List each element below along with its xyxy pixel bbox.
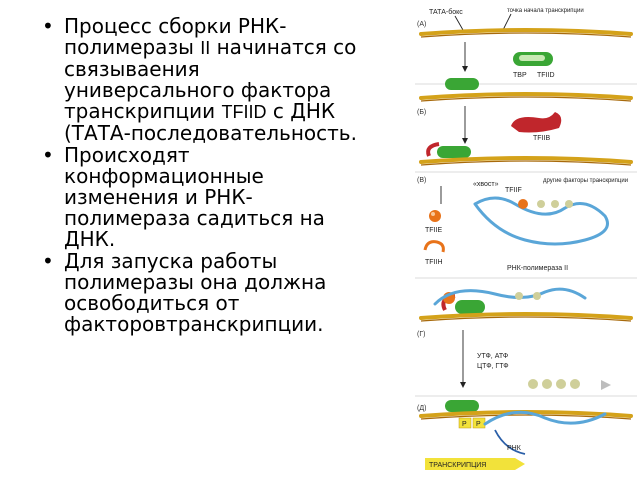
- dna-strand: [419, 156, 633, 164]
- tail-label: «хвост»: [473, 181, 499, 188]
- bullet-text: Процесс сборки РНК-полимеразы: [64, 14, 287, 59]
- dna-strand-inner: [420, 96, 632, 102]
- tbp-highlight: [519, 55, 545, 61]
- tfiie-shape: [429, 210, 441, 222]
- tfiie-label: TFIIE: [425, 227, 442, 234]
- transcription-banner-tip: [515, 458, 525, 470]
- tfiib-shape: [511, 112, 562, 133]
- dna-strand: [419, 312, 633, 320]
- panel-label-a: (A): [417, 21, 426, 28]
- rna-transcript: [494, 429, 526, 455]
- rna-label: РНК: [507, 445, 522, 452]
- panel-label-g: (Г): [417, 331, 425, 338]
- arrowhead: [462, 66, 468, 72]
- dna-strand-inner: [420, 414, 632, 420]
- arrowhead: [460, 382, 466, 388]
- tfiid-bound: [445, 78, 479, 90]
- bullet-text: с ДНК (ТАТА-последовательность.: [64, 99, 357, 145]
- tfiif-label: TFIIF: [505, 187, 522, 194]
- dna-strand: [419, 92, 633, 100]
- transcription-diagram: ТАТА-бокс точка начала транскрипции (A) …: [415, 4, 637, 478]
- tfiie-highlight: [431, 212, 435, 216]
- panel-label-b: (Б): [417, 109, 426, 116]
- tata-box-label: ТАТА-бокс: [429, 8, 463, 16]
- factor-dot: [528, 379, 538, 389]
- factor-dot: [565, 200, 573, 208]
- transcription-banner: [425, 458, 515, 470]
- bullet-dot: •: [42, 143, 54, 167]
- tbp-label: TBP: [513, 72, 527, 79]
- factor-dot: [537, 200, 545, 208]
- factor-dot: [515, 292, 523, 300]
- bullet-text: начинатся со связываения универсального …: [64, 35, 357, 123]
- bullet-list: • Процесс сборки РНК-полимеразы II начин…: [40, 16, 375, 336]
- factor-dot: [533, 292, 541, 300]
- panel-label-d: (Д): [417, 405, 426, 412]
- bullet-text: TFIID: [221, 102, 267, 122]
- tfiih-label: TFIIH: [425, 259, 443, 266]
- pointer-line: [502, 13, 512, 31]
- bullet-text: II: [200, 38, 211, 58]
- bullet-item-1: • Процесс сборки РНК-полимеразы II начин…: [40, 16, 375, 144]
- tfiib-label: TFIIB: [533, 135, 550, 142]
- tfiid-bound: [445, 400, 479, 412]
- tfiid-label: TFIID: [537, 72, 555, 79]
- bullet-text: Происходят конформационные изменения и Р…: [64, 143, 325, 251]
- phosphate-label: P: [462, 421, 467, 428]
- phosphate-box: [458, 417, 472, 429]
- transcription-label: ТРАНСКРИПЦИЯ: [429, 462, 486, 469]
- pointer-line: [454, 15, 464, 31]
- factor-dot: [570, 379, 580, 389]
- rna-pol-shape: [473, 196, 609, 246]
- factor-dot: [518, 199, 528, 209]
- ntp-label-2: ЦТФ, ГТФ: [477, 363, 509, 370]
- dna-strand: [419, 28, 633, 36]
- tfiid-bound: [437, 146, 471, 158]
- tfiib-bound: [426, 142, 440, 157]
- dna-strand-inner: [420, 160, 632, 166]
- diagram-svg: ТАТА-бокс точка начала транскрипции (A) …: [415, 8, 637, 470]
- panel-label-v: (В): [417, 177, 426, 184]
- release-arrow: [601, 380, 611, 390]
- arrowhead: [462, 138, 468, 144]
- dna-strand-inner: [420, 316, 632, 322]
- bullet-item-3: • Для запуска работы полимеразы она долж…: [40, 251, 375, 335]
- tfiih-shape: [423, 240, 445, 253]
- rna-pol-label: РНК-полимераза II: [507, 265, 568, 272]
- dna-strand-inner: [420, 32, 632, 38]
- other-factors-label: другие факторы транскрипции: [543, 178, 628, 184]
- factor-dot: [556, 379, 566, 389]
- tfiid-bound: [455, 300, 485, 314]
- factor-dot: [551, 200, 559, 208]
- bullet-dot: •: [42, 249, 54, 273]
- bullet-item-2: • Происходят конформационные изменения и…: [40, 145, 375, 250]
- rna-pol-elongating: [483, 410, 607, 426]
- ntp-label-1: УТФ, АТФ: [477, 353, 508, 360]
- factor-dot: [542, 379, 552, 389]
- bullet-text: Для запуска работы полимеразы она должна…: [64, 249, 327, 336]
- bullet-dot: •: [42, 14, 54, 38]
- phosphate-label: P: [476, 421, 481, 428]
- start-point-label: точка начала транскрипции: [507, 8, 584, 14]
